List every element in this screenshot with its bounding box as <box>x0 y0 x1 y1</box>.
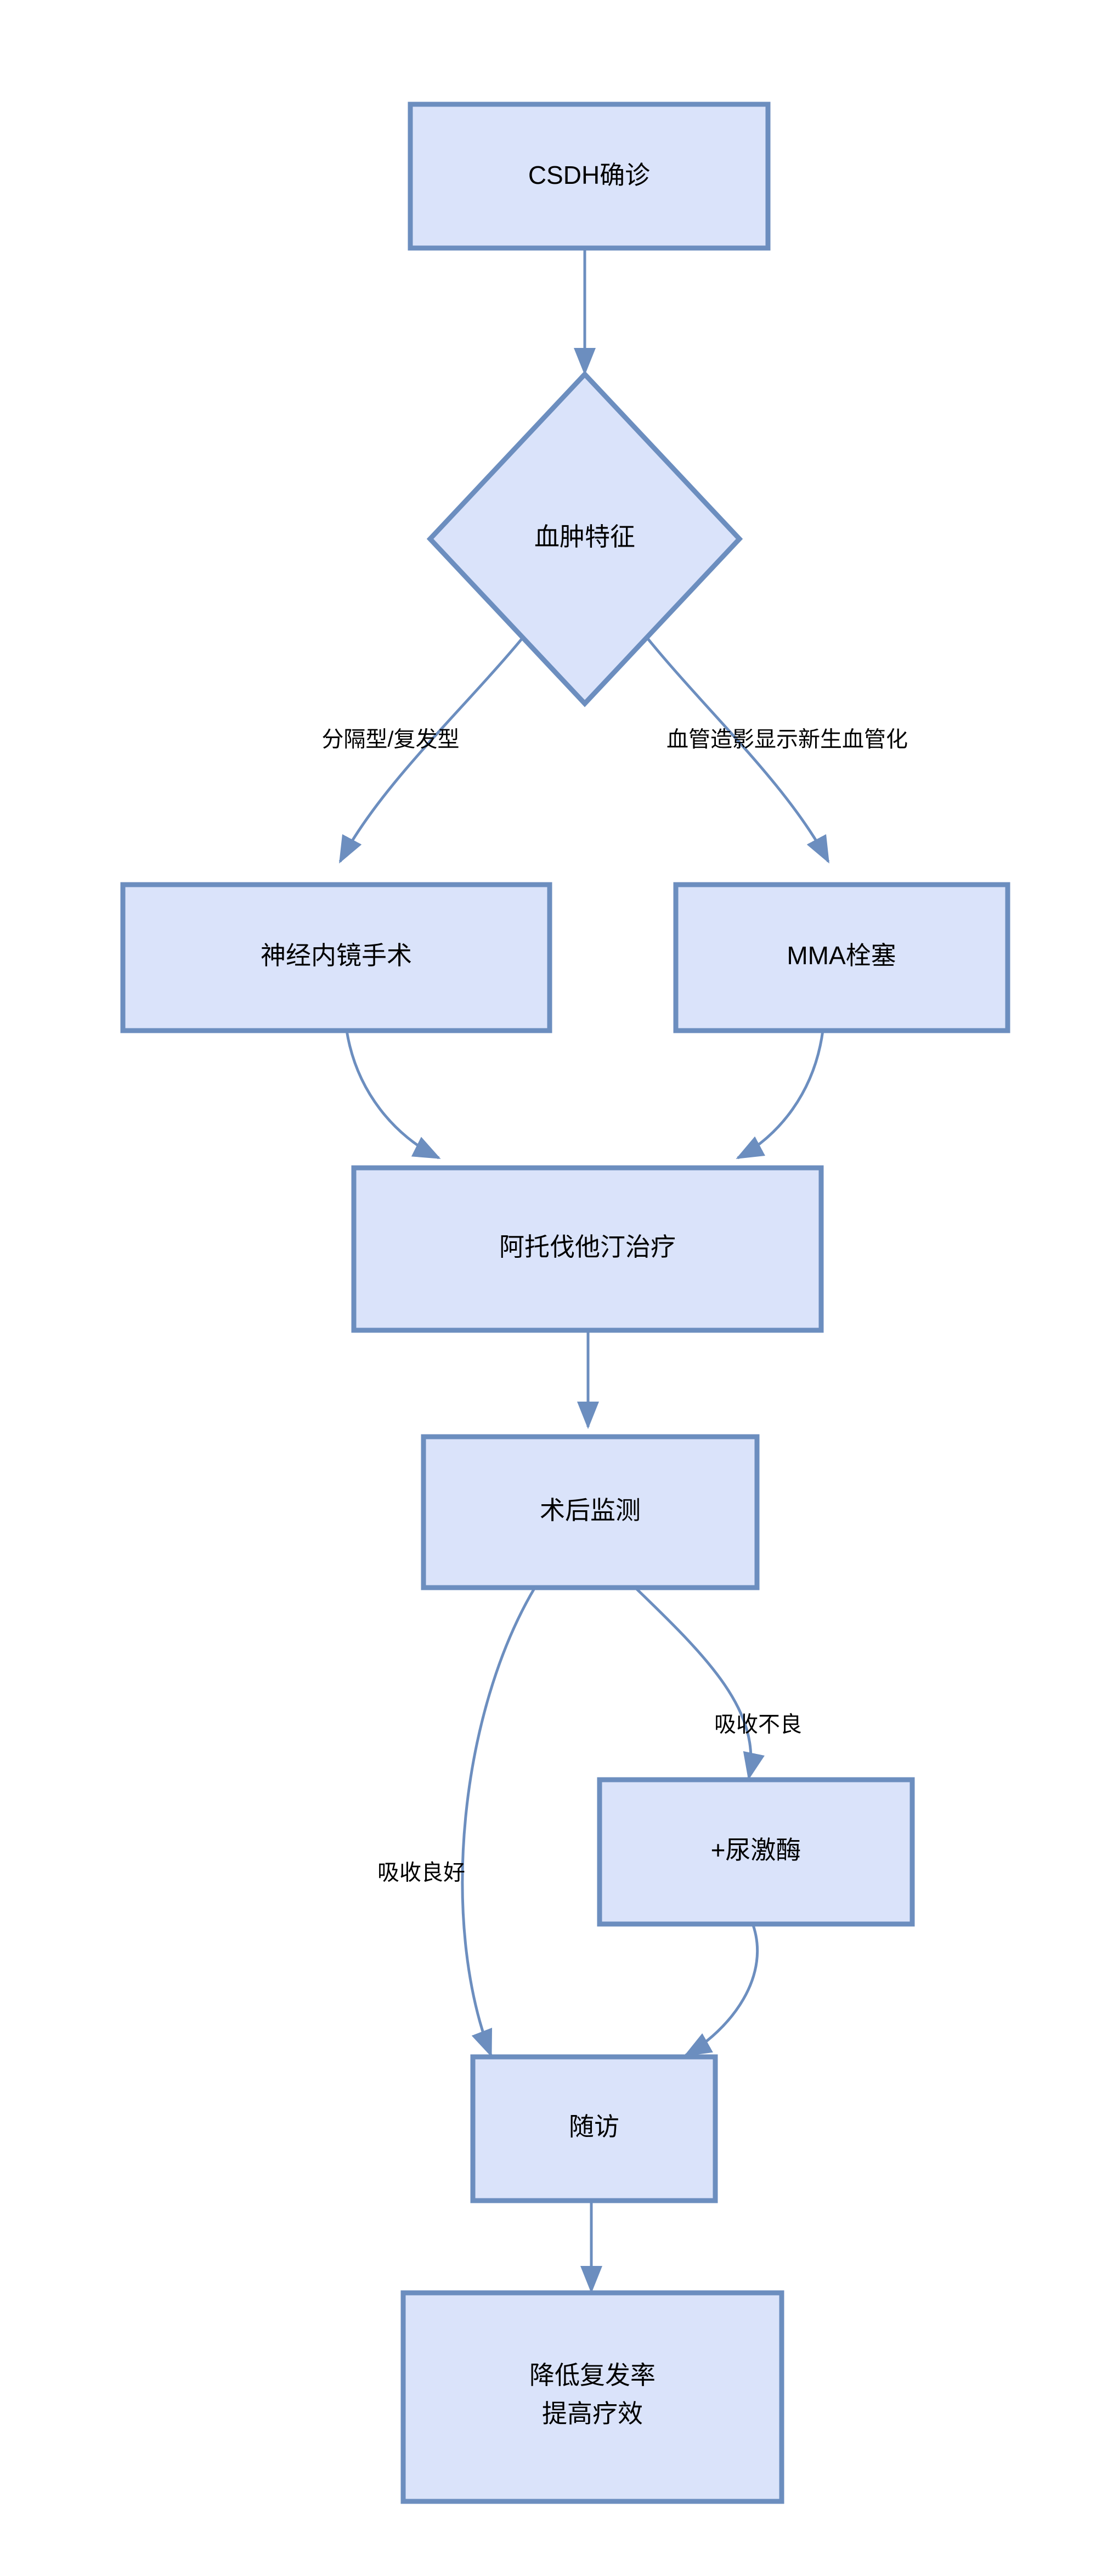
node-mma-embolization-label: MMA栓塞 <box>787 941 896 970</box>
node-followup-box[interactable] <box>470 2054 718 2203</box>
node-postoperative-monitoring[interactable]: 术后监测 <box>421 1434 760 1590</box>
edge-monitoring-to-followup: 吸收良好 <box>377 1587 536 2057</box>
node-hematoma-features[interactable]: 血肿特征 <box>426 370 743 707</box>
node-urokinase[interactable]: +尿激酶 <box>597 1777 915 1927</box>
node-postoperative-monitoring-box[interactable] <box>421 1434 760 1590</box>
edge-label-septated-recurrent: 分隔型/复发型 <box>321 728 459 752</box>
node-urokinase-box[interactable] <box>597 1777 915 1927</box>
node-hematoma-features-diamond[interactable] <box>426 370 743 707</box>
node-followup[interactable]: 随访 <box>470 2054 718 2203</box>
node-followup-label: 随访 <box>569 2112 619 2141</box>
node-csdh-diagnosis-label: CSDH确诊 <box>528 161 650 189</box>
edge-label-poor-absorption: 吸收不良 <box>714 1713 802 1737</box>
node-hematoma-features-label: 血肿特征 <box>534 522 635 551</box>
node-outcome-label-line2: 提高疗效 <box>542 2399 643 2428</box>
edge-hematoma-to-mma: 血管造影显示新生血管化 <box>634 622 908 864</box>
node-mma-embolization-box[interactable] <box>673 882 1010 1033</box>
node-csdh-diagnosis[interactable]: CSDH确诊 <box>408 102 771 251</box>
node-postoperative-monitoring-label: 术后监测 <box>540 1496 641 1525</box>
edge-label-good-absorption: 吸收良好 <box>377 1861 465 1885</box>
edge-mma-to-atorvastatin <box>736 1030 824 1160</box>
node-neuroendoscopic-surgery-label: 神经内镜手术 <box>261 941 412 970</box>
edge-monitoring-to-urokinase: 吸收不良 <box>634 1587 802 1780</box>
edge-endoscopy-to-atorvastatin <box>345 1030 441 1160</box>
node-outcome-label-line1: 降低复发率 <box>529 2361 656 2389</box>
node-mma-embolization[interactable]: MMA栓塞 <box>673 882 1010 1033</box>
node-neuroendoscopic-surgery[interactable]: 神经内镜手术 <box>120 882 552 1033</box>
node-atorvastatin-therapy-box[interactable] <box>351 1165 824 1333</box>
node-atorvastatin-therapy-label: 阿托伐他汀治疗 <box>499 1233 676 1261</box>
node-atorvastatin-therapy[interactable]: 阿托伐他汀治疗 <box>351 1165 824 1333</box>
edge-label-angiography-neovascularization: 血管造影显示新生血管化 <box>666 728 908 752</box>
node-outcome[interactable]: 降低复发率 提高疗效 <box>400 2290 784 2504</box>
node-csdh-diagnosis-box[interactable] <box>408 102 771 251</box>
node-outcome-box[interactable] <box>400 2290 784 2504</box>
edge-hematoma-to-endoscopy: 分隔型/复发型 <box>321 622 536 864</box>
node-neuroendoscopic-surgery-box[interactable] <box>120 882 552 1033</box>
node-urokinase-label: +尿激酶 <box>711 1836 801 1864</box>
edge-urokinase-to-followup <box>683 1920 759 2057</box>
